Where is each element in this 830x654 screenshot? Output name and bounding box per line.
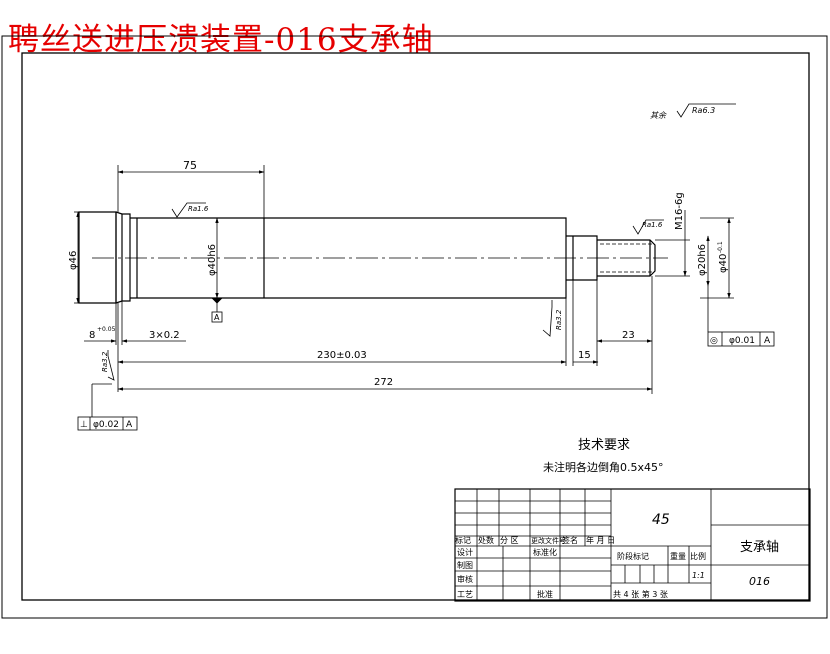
dim-8-label: 8 bbox=[89, 330, 95, 341]
dim-272-label: 272 bbox=[374, 377, 393, 388]
surface-note-roughness: Ra6.3 bbox=[692, 106, 715, 115]
perpendicularity-frame bbox=[77, 383, 138, 431]
dim-m16-label: M16-6g bbox=[674, 192, 685, 230]
header-label-3: 分 区 bbox=[500, 536, 519, 545]
sheets-label: 共 4 张 第 3 张 bbox=[613, 589, 668, 599]
runout-datum: A bbox=[764, 336, 771, 346]
dim-phi46-label: φ46 bbox=[68, 251, 79, 270]
title-block bbox=[454, 488, 811, 602]
dim-phi20h6-label: φ20h6 bbox=[697, 244, 708, 276]
header-label-2: 处数 bbox=[478, 535, 494, 545]
datum-a-label: A bbox=[214, 313, 220, 322]
weight-label: 重量 bbox=[670, 551, 686, 561]
dim-15 bbox=[572, 280, 599, 366]
drawing-no-label: 016 bbox=[749, 575, 770, 588]
dim-23 bbox=[596, 276, 653, 394]
dim-phi40-shoulder-tol: -0.1 bbox=[717, 241, 724, 253]
dim-230-label: 230±0.03 bbox=[317, 350, 367, 361]
outer-border bbox=[1, 35, 828, 619]
stage-label: 阶段标记 bbox=[617, 551, 649, 561]
tech-req-heading: 技术要求 bbox=[578, 438, 630, 453]
shaft-body bbox=[78, 211, 656, 304]
header-label-4: 更改文件号 bbox=[531, 536, 566, 545]
runout-tolerance-frame bbox=[707, 286, 775, 347]
surface-note-prefix: 其余 bbox=[650, 111, 667, 120]
row-label-draw: 制图 bbox=[457, 560, 473, 570]
dim-8 bbox=[84, 301, 186, 345]
inner-border bbox=[21, 52, 810, 601]
roughness-1-label: Ra1.6 bbox=[188, 205, 209, 213]
dim-phi40-shoulder bbox=[700, 217, 734, 299]
page-title: 聘丝送进压溃装置-016支承轴 bbox=[8, 22, 434, 58]
dim-m16 bbox=[655, 210, 690, 277]
header-label-5: 签名 bbox=[562, 535, 578, 545]
roughness-3-label: Ra3.2 bbox=[555, 309, 563, 330]
roughness-4-label: Ra3.2 bbox=[101, 351, 109, 372]
dim-8-tol: +0.05 bbox=[97, 326, 116, 333]
surface-roughness-note: 其余 Ra6.3 bbox=[650, 103, 736, 120]
material-label: 45 bbox=[652, 512, 670, 528]
dim-chamfer-label: 3×0.2 bbox=[149, 330, 180, 341]
perp-symbol: ⊥ bbox=[80, 420, 88, 430]
roughness-2-label: Ra1.6 bbox=[642, 221, 663, 229]
dim-15-label: 15 bbox=[578, 350, 591, 361]
header-label-1: 标记 bbox=[455, 535, 471, 545]
dim-230 bbox=[117, 298, 567, 392]
approve-label: 批准 bbox=[537, 589, 553, 599]
dim-phi40-shoulder-label: φ40 bbox=[718, 254, 729, 273]
dim-phi40h6 bbox=[211, 217, 223, 323]
standardize-label: 标准化 bbox=[533, 547, 557, 557]
dim-75-label: 75 bbox=[183, 159, 197, 172]
roughness-mark-1: Ra1.6 bbox=[171, 202, 209, 218]
scale-header-label: 比例 bbox=[690, 551, 706, 561]
runout-value: φ0.01 bbox=[729, 336, 755, 346]
roughness-mark-4: Ra3.2 bbox=[101, 350, 115, 381]
part-name-label: 支承轴 bbox=[740, 540, 779, 555]
dim-phi40h6-label: φ40h6 bbox=[207, 244, 218, 276]
perp-datum: A bbox=[126, 420, 133, 430]
tech-req-text: 未注明各边倒角0.5x45° bbox=[543, 460, 664, 474]
dim-23-label: 23 bbox=[622, 330, 635, 341]
dim-75 bbox=[117, 165, 265, 218]
perp-value: φ0.02 bbox=[93, 420, 119, 430]
dim-phi46 bbox=[74, 211, 80, 304]
runout-symbol: ◎ bbox=[710, 336, 718, 346]
roughness-mark-2: Ra1.6 bbox=[632, 219, 664, 235]
header-label-6: 年 月 日 bbox=[586, 535, 615, 545]
row-label-process: 工艺 bbox=[457, 590, 473, 599]
row-label-design: 设计 bbox=[457, 547, 473, 557]
scale-value: 1:1 bbox=[692, 571, 705, 580]
roughness-mark-3: Ra3.2 bbox=[542, 300, 563, 337]
row-label-review: 审核 bbox=[457, 574, 473, 584]
